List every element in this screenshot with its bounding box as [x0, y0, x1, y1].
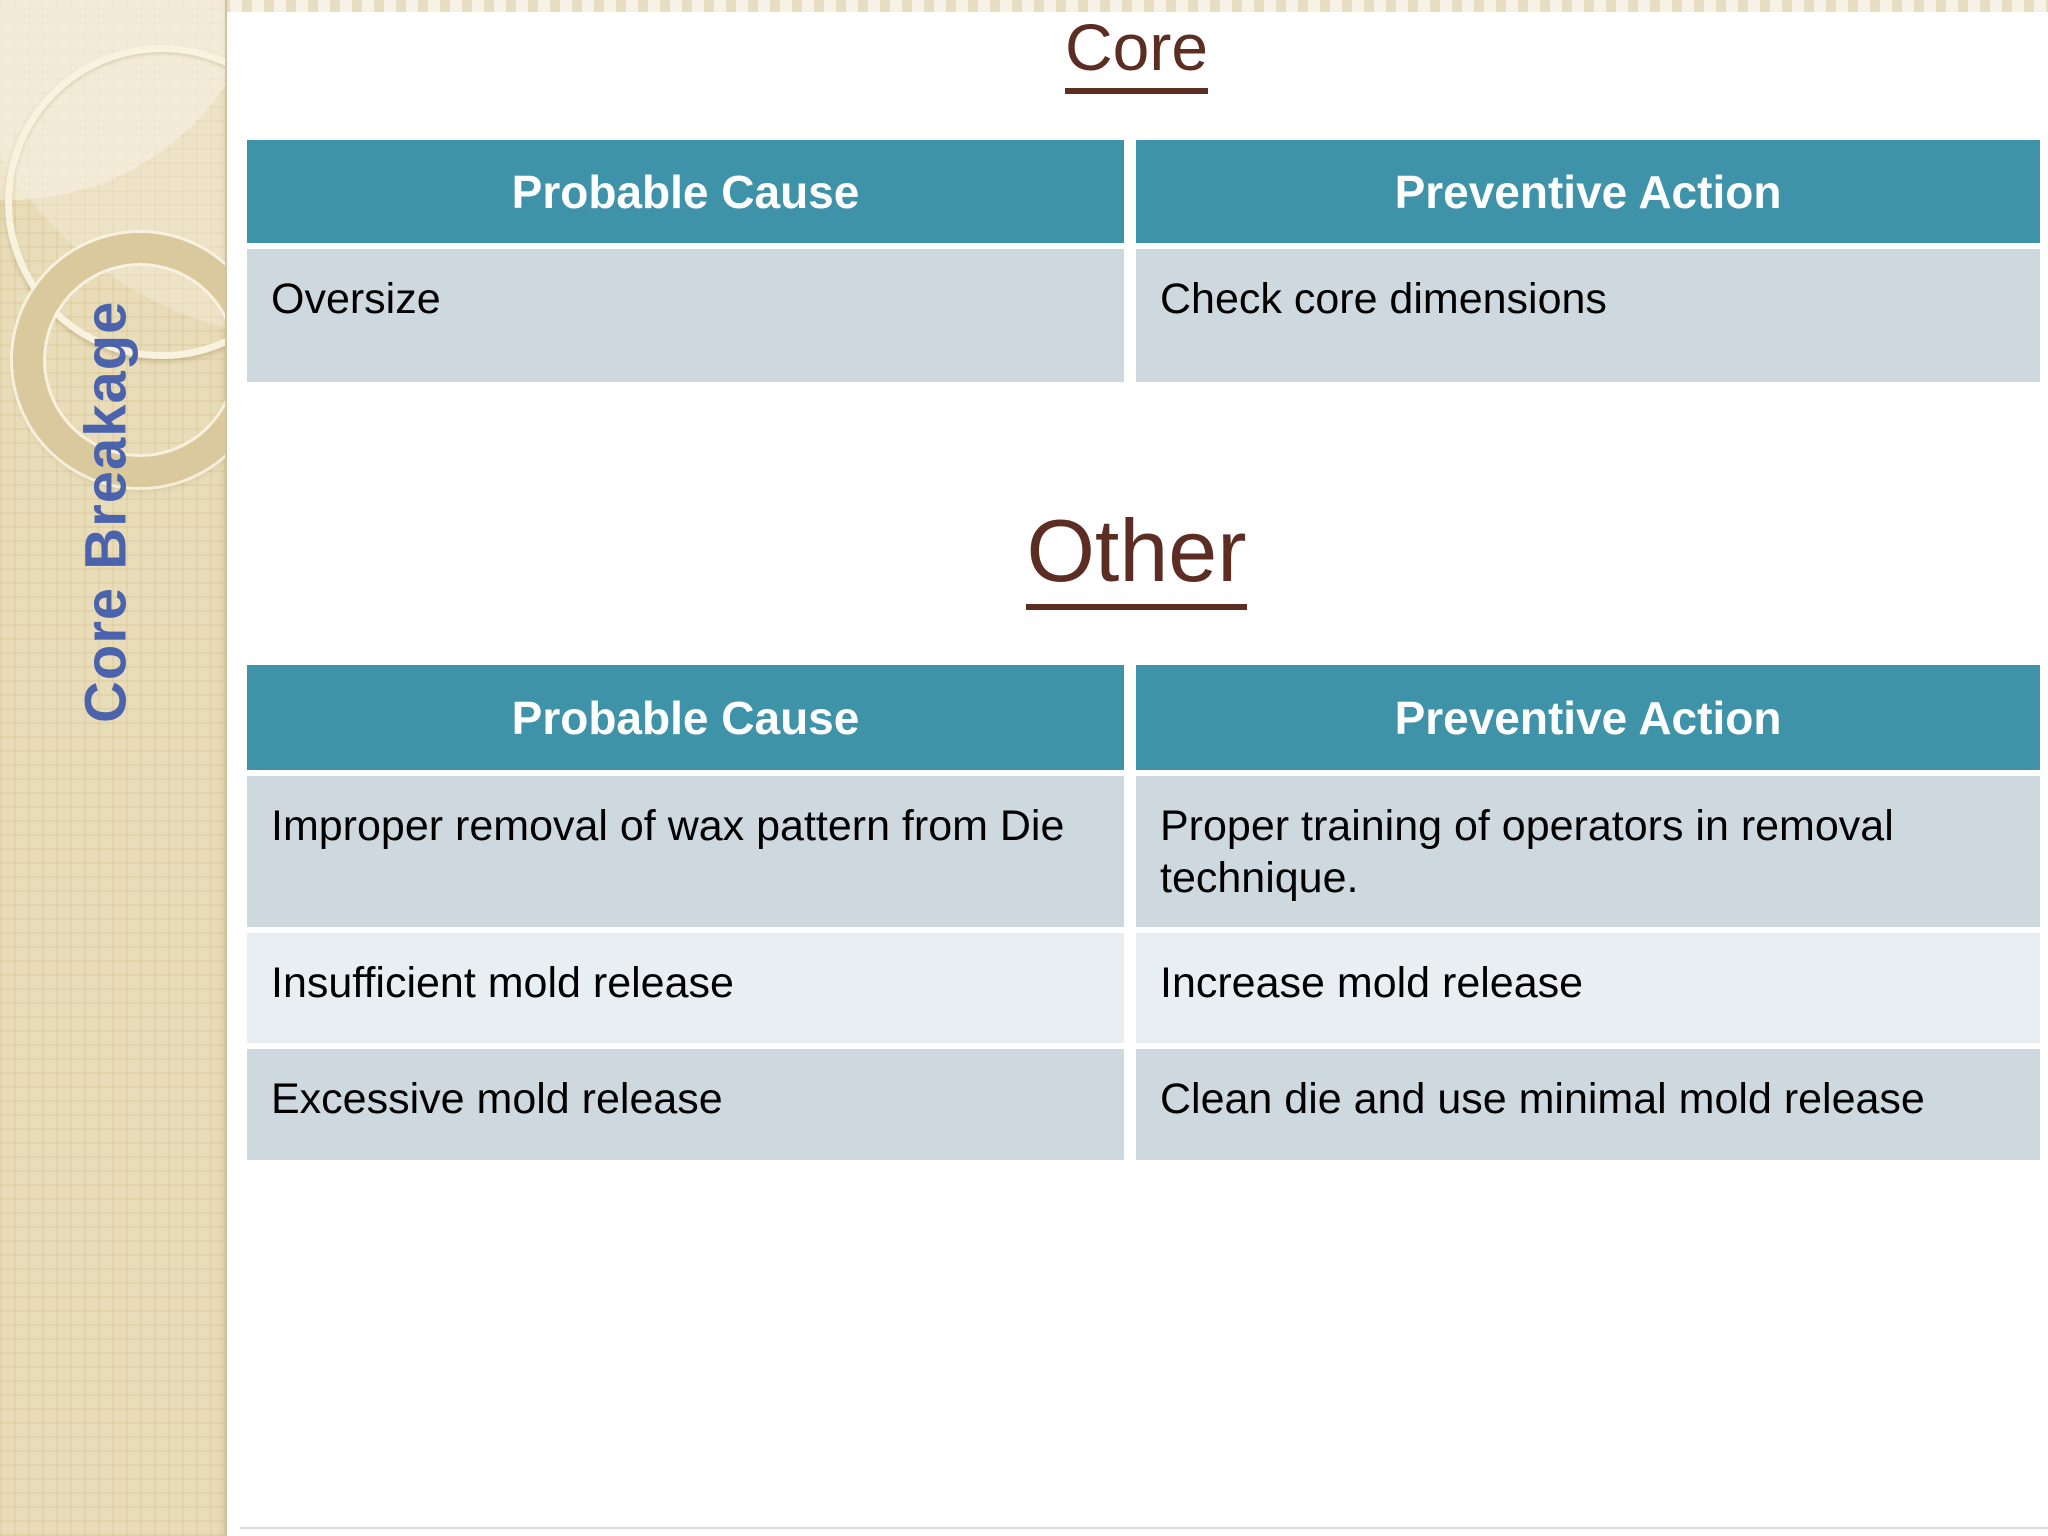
column-header-preventive-action: Preventive Action: [1136, 665, 2040, 770]
section-title-other-text: Other: [1026, 501, 1247, 610]
table-row: Excessive mold release Clean die and use…: [247, 1049, 2040, 1160]
other-table-header-row: Probable Cause Preventive Action: [247, 665, 2040, 770]
content-area: Core Probable Cause Preventive Action Ov…: [225, 0, 2048, 1536]
section-title-core-text: Core: [1064, 10, 1209, 94]
table-cell-probable-cause: Improper removal of wax pattern from Die: [247, 776, 1124, 927]
column-header-probable-cause: Probable Cause: [247, 140, 1124, 243]
table-cell-probable-cause: Excessive mold release: [247, 1049, 1124, 1160]
table-cell-preventive-action: Clean die and use minimal mold release: [1136, 1049, 2040, 1160]
table-row: Insufficient mold release Increase mold …: [247, 933, 2040, 1043]
core-table: Probable Cause Preventive Action Oversiz…: [247, 140, 2040, 388]
section-title-core: Core: [225, 8, 2048, 94]
table-cell-probable-cause: Oversize: [247, 249, 1124, 382]
core-table-header-row: Probable Cause Preventive Action: [247, 140, 2040, 243]
section-title-other: Other: [225, 498, 2048, 610]
table-row: Oversize Check core dimensions: [247, 249, 2040, 382]
other-table: Probable Cause Preventive Action Imprope…: [247, 665, 2040, 1166]
slide-bottom-edge: [240, 1527, 2048, 1529]
column-header-probable-cause: Probable Cause: [247, 665, 1124, 770]
sidebar: Core Breakage: [0, 0, 227, 1536]
top-texture-strip: [0, 0, 2048, 12]
column-header-preventive-action: Preventive Action: [1136, 140, 2040, 243]
table-cell-preventive-action: Proper training of operators in removal …: [1136, 776, 2040, 927]
table-row: Improper removal of wax pattern from Die…: [247, 776, 2040, 927]
table-cell-preventive-action: Increase mold release: [1136, 933, 2040, 1043]
table-cell-preventive-action: Check core dimensions: [1136, 249, 2040, 382]
table-cell-probable-cause: Insufficient mold release: [247, 933, 1124, 1043]
slide-title-vertical: Core Breakage: [73, 300, 139, 724]
